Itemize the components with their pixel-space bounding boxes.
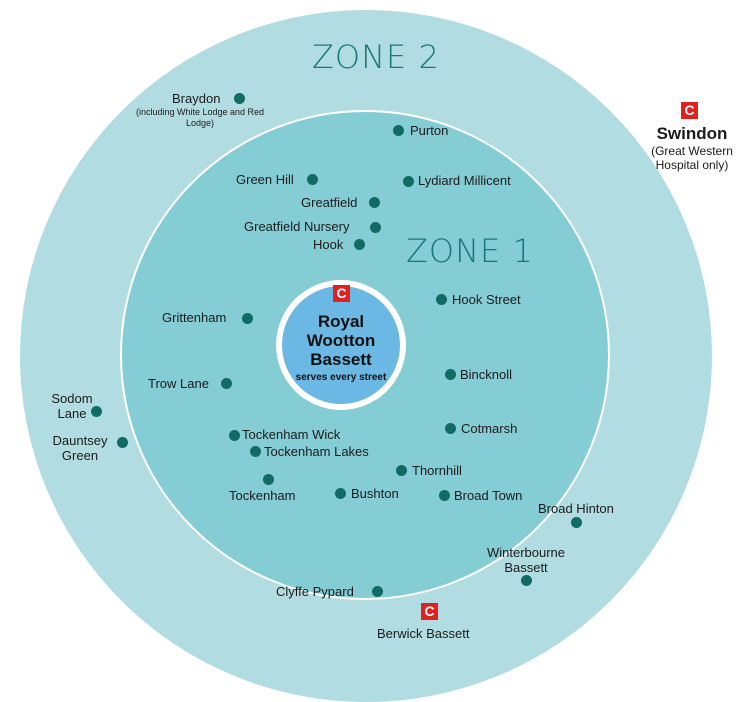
- place-purton: Purton: [410, 123, 449, 138]
- tockenham-lakes-dot-icon: [250, 446, 261, 457]
- hook-street-dot-icon: [436, 294, 447, 305]
- swindon-label: Swindon (Great Western Hospital only): [648, 124, 736, 172]
- swindon-name: Swindon: [656, 124, 728, 143]
- bincknoll-dot-icon: [445, 369, 456, 380]
- berwick-badge-icon: C: [421, 603, 438, 620]
- zone-1-title: ZONE 1: [406, 232, 534, 270]
- center-area: [282, 286, 400, 404]
- swindon-badge-icon: C: [681, 102, 698, 119]
- bushton-dot-icon: [335, 488, 346, 499]
- hook-dot-icon: [354, 239, 365, 250]
- place-grittenham: Grittenham: [162, 310, 227, 325]
- place-lydiard-millicent: Lydiard Millicent: [418, 173, 511, 188]
- tockenham-dot-icon: [263, 474, 274, 485]
- place-thornhill: Thornhill: [412, 463, 462, 478]
- place-bushton: Bushton: [351, 486, 399, 501]
- greatfield-dot-icon: [369, 197, 380, 208]
- sodom-lane-dot-icon: [91, 406, 102, 417]
- place-winterbourne-bassett: Winterbourne Bassett: [486, 545, 566, 575]
- swindon-note: (Great Western Hospital only): [651, 144, 733, 172]
- place-broad-hinton: Broad Hinton: [538, 501, 614, 516]
- center-badge-icon: C: [333, 285, 350, 302]
- place-green-hill: Green Hill: [236, 172, 294, 187]
- green-hill-dot-icon: [307, 174, 318, 185]
- thornhill-dot-icon: [396, 465, 407, 476]
- place-hook-street: Hook Street: [452, 292, 521, 307]
- cotmarsh-dot-icon: [445, 423, 456, 434]
- place-berwick-bassett: Berwick Bassett: [377, 626, 470, 641]
- broad-hinton-dot-icon: [571, 517, 582, 528]
- grittenham-dot-icon: [242, 313, 253, 324]
- place-braydon-note: (including White Lodge and Red Lodge): [135, 107, 265, 128]
- trow-lane-dot-icon: [221, 378, 232, 389]
- greatfield-nursery-dot-icon: [370, 222, 381, 233]
- tockenham-wick-dot-icon: [229, 430, 240, 441]
- place-tockenham: Tockenham: [229, 488, 296, 503]
- place-dauntsey-green: Dauntsey Green: [52, 433, 108, 463]
- place-cotmarsh: Cotmarsh: [461, 421, 518, 436]
- place-bincknoll: Bincknoll: [460, 367, 513, 382]
- place-tockenham-wick: Tockenham Wick: [242, 427, 341, 442]
- center-label: Royal Wootton Bassett serves every stree…: [282, 312, 400, 384]
- zone-2-title: ZONE 2: [312, 38, 440, 76]
- purton-dot-icon: [393, 125, 404, 136]
- center-name: Royal Wootton Bassett: [306, 312, 376, 369]
- place-trow-lane: Trow Lane: [148, 376, 209, 391]
- place-clyffe-pypard: Clyffe Pypard: [276, 584, 354, 599]
- place-hook: Hook: [313, 237, 344, 252]
- place-greatfield: Greatfield: [301, 195, 358, 210]
- place-tockenham-lakes: Tockenham Lakes: [264, 444, 369, 459]
- place-braydon: Braydon: [172, 91, 221, 106]
- broad-town-dot-icon: [439, 490, 450, 501]
- place-greatfield-nursery: Greatfield Nursery: [244, 219, 350, 234]
- winterbourne-bassett-dot-icon: [521, 575, 532, 586]
- dauntsey-green-dot-icon: [117, 437, 128, 448]
- center-note: serves every street: [295, 372, 387, 383]
- clyffe-pypard-dot-icon: [372, 586, 383, 597]
- braydon-dot-icon: [234, 93, 245, 104]
- lydiard-millicent-dot-icon: [403, 176, 414, 187]
- place-broad-town: Broad Town: [454, 488, 523, 503]
- place-sodom-lane: Sodom Lane: [51, 391, 93, 421]
